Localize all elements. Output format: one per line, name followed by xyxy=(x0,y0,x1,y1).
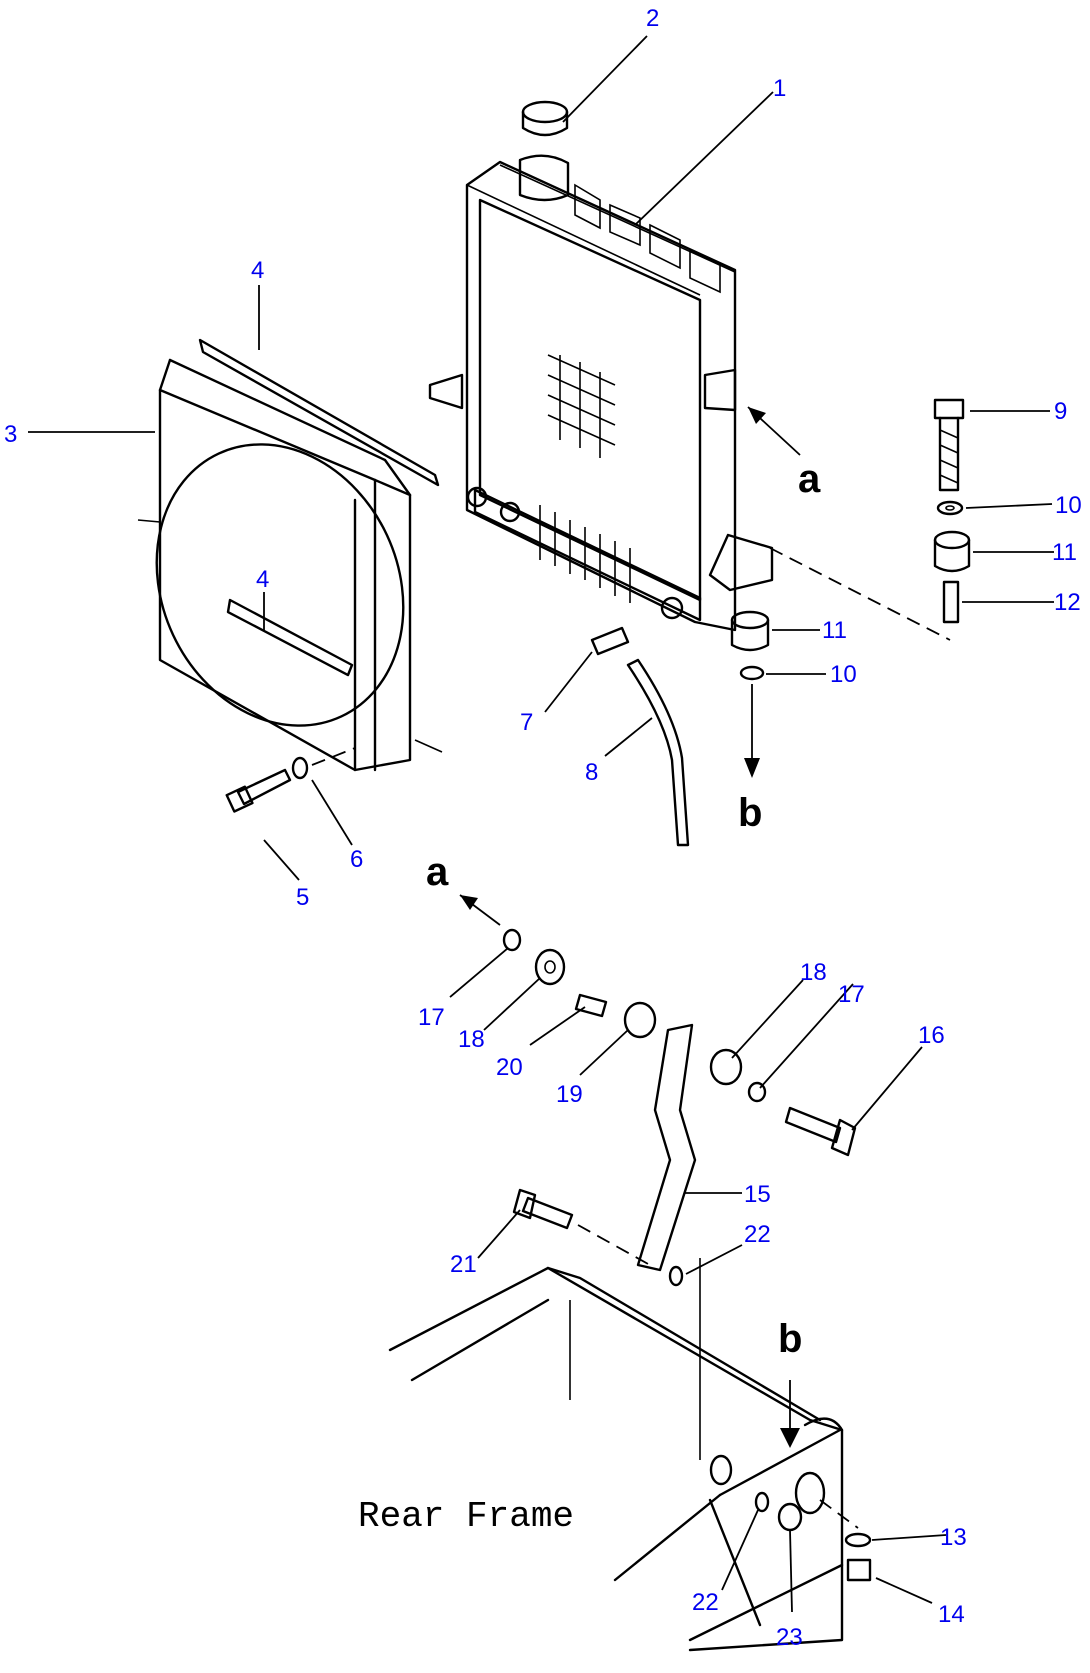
washer-6 xyxy=(291,756,309,780)
arrow-b-bottom xyxy=(780,1380,800,1448)
bolt-16 xyxy=(784,1106,857,1157)
callout-4-upper: 4 xyxy=(251,257,264,284)
collar-12 xyxy=(942,580,960,624)
callout-4-lower: 4 xyxy=(256,566,269,593)
callout-23: 23 xyxy=(776,1624,803,1651)
callout-5: 5 xyxy=(296,884,309,911)
washer-17-left xyxy=(502,928,522,952)
cushion-19 xyxy=(623,1001,657,1039)
arrow-a-mid xyxy=(459,894,501,926)
washer-22-lower xyxy=(754,1491,770,1513)
bolt-9 xyxy=(933,398,965,492)
washer-13 xyxy=(844,1532,872,1548)
callout-1: 1 xyxy=(773,75,786,102)
callout-22-upper: 22 xyxy=(744,1221,771,1248)
view-ref-b-bottom: b xyxy=(778,1317,802,1361)
view-ref-b-top: b xyxy=(738,791,762,835)
cushion-11-upper xyxy=(933,530,971,573)
callout-18-left: 18 xyxy=(458,1026,485,1053)
washer-10-upper xyxy=(936,500,964,516)
arrow-b-top xyxy=(744,684,760,778)
callout-12: 12 xyxy=(1054,589,1081,616)
callout-6: 6 xyxy=(350,846,363,873)
view-ref-a-top: a xyxy=(798,457,821,501)
nut-23 xyxy=(777,1502,803,1532)
fan-shroud xyxy=(137,358,443,772)
collar-20 xyxy=(574,993,608,1018)
washer-17-right xyxy=(747,1081,767,1103)
nut-14 xyxy=(846,1558,872,1582)
callout-16: 16 xyxy=(918,1022,945,1049)
leader-lines xyxy=(28,35,1054,1613)
rear-frame xyxy=(388,1258,844,1652)
callout-17-left: 17 xyxy=(418,1004,445,1031)
callout-10-upper: 10 xyxy=(1055,492,1082,519)
bolt-21 xyxy=(512,1188,574,1230)
callout-18-right: 18 xyxy=(800,959,827,986)
callout-11-lower: 11 xyxy=(822,617,847,644)
callout-21: 21 xyxy=(450,1251,477,1278)
bolt-5 xyxy=(225,768,292,813)
callout-10-lower: 10 xyxy=(830,661,857,688)
callout-2: 2 xyxy=(646,5,659,32)
cushion-18-left xyxy=(534,948,566,986)
callout-7: 7 xyxy=(520,709,533,736)
seal-strips xyxy=(198,338,440,677)
cushion-18-right xyxy=(709,1048,743,1086)
callout-15: 15 xyxy=(744,1181,771,1208)
hose-8 xyxy=(626,658,690,847)
arrow-a-top xyxy=(747,406,801,456)
rear-frame-label: Rear Frame xyxy=(358,1496,574,1537)
washer-22-upper xyxy=(668,1265,684,1287)
radiator xyxy=(428,154,774,632)
callout-22-lower: 22 xyxy=(692,1589,719,1616)
stay-15 xyxy=(636,1023,697,1272)
callout-13: 13 xyxy=(940,1524,967,1551)
clamp-7 xyxy=(590,626,630,656)
callout-8: 8 xyxy=(585,759,598,786)
callout-11-upper: 11 xyxy=(1052,539,1077,566)
radiator-cap xyxy=(521,100,569,137)
washer-10-lower xyxy=(739,665,765,681)
callout-3: 3 xyxy=(4,421,17,448)
callout-14: 14 xyxy=(938,1601,965,1628)
view-ref-a-mid: a xyxy=(426,850,449,894)
callout-20: 20 xyxy=(496,1054,523,1081)
callout-17-right: 17 xyxy=(838,981,865,1008)
callout-19: 19 xyxy=(556,1081,583,1108)
callout-9: 9 xyxy=(1054,398,1067,425)
cushion-11-lower xyxy=(730,610,770,652)
